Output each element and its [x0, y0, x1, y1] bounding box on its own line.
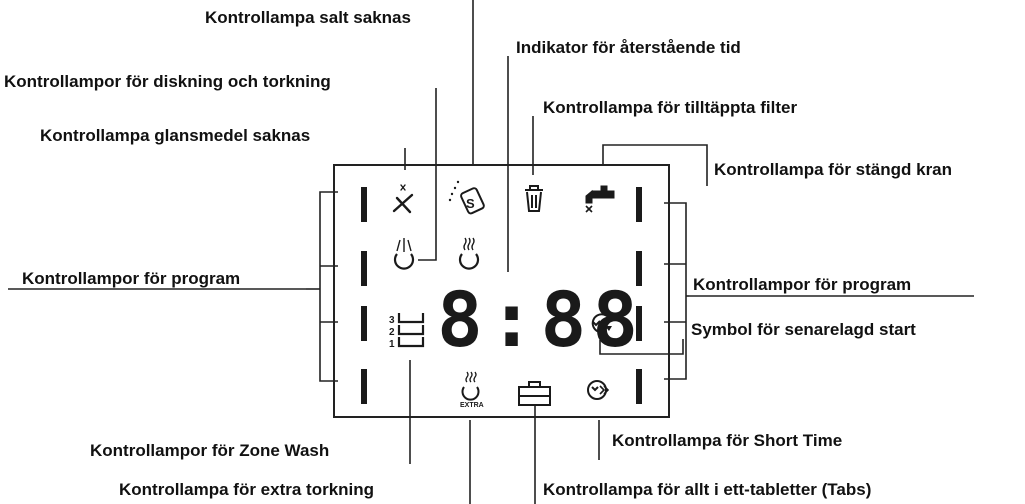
- label-clogged-filter: Kontrollampa för tilltäppta filter: [543, 98, 798, 117]
- label-tap-closed: Kontrollampa för stängd kran: [714, 160, 953, 179]
- program-lamp-right-2: [636, 251, 642, 286]
- zone-wash-icon: 3 2 1: [389, 313, 425, 350]
- program-lamp-left-2: [361, 251, 367, 286]
- label-salt-missing: Kontrollampa salt saknas: [205, 8, 411, 27]
- program-lamp-left-4: [361, 369, 367, 404]
- label-remaining-time: Indikator för återstående tid: [516, 38, 741, 57]
- program-lamp-right-3: [636, 306, 642, 341]
- extra-text: EXTRA: [460, 402, 484, 409]
- leader-delayed-start: [599, 339, 684, 355]
- wash-icon: [393, 238, 415, 270]
- clogged-filter-icon: [525, 185, 543, 212]
- label-extra-dry: Kontrollampa för extra torkning: [119, 480, 375, 499]
- label-rinse-aid-missing: Kontrollampa glansmedel saknas: [40, 126, 311, 145]
- program-lamp-left-3: [361, 306, 367, 341]
- zone-number-3: 3: [389, 315, 395, 326]
- tabs-icon: [518, 381, 551, 406]
- zone-number-1: 1: [389, 339, 395, 350]
- zone-number-2: 2: [389, 327, 395, 338]
- salt-icon: S: [448, 180, 485, 215]
- leader-tap-closed: [602, 144, 708, 186]
- dry-icon: [458, 237, 480, 270]
- label-programs-left: Kontrollampor för program: [22, 269, 241, 288]
- leader-wash-dry: [418, 88, 437, 261]
- label-delayed-start: Symbol för senarelagd start: [691, 320, 916, 339]
- tap-closed-icon: [585, 185, 615, 213]
- label-zone-wash: Kontrollampor för Zone Wash: [90, 441, 330, 460]
- bracket-programs-right: [664, 202, 687, 380]
- label-short-time: Kontrollampa för Short Time: [612, 431, 843, 450]
- display-frame: [333, 164, 670, 418]
- program-lamp-left-1: [361, 187, 367, 222]
- rinse-aid-icon: [392, 184, 414, 214]
- label-tabs: Kontrollampa för allt i ett-tabletter (T…: [543, 480, 872, 499]
- label-programs-right: Kontrollampor för program: [693, 275, 912, 294]
- svg-text:S: S: [466, 196, 475, 211]
- delayed-start-icon: [591, 313, 612, 334]
- program-lamp-right-1: [636, 187, 642, 222]
- remaining-time-display: 8:88: [437, 275, 644, 364]
- extra-dry-icon: [461, 371, 480, 401]
- label-wash-dry: Kontrollampor för diskning och torkning: [4, 72, 331, 91]
- short-time-icon: [587, 380, 610, 400]
- program-lamp-right-4: [636, 369, 642, 404]
- bracket-programs-left: [319, 191, 338, 382]
